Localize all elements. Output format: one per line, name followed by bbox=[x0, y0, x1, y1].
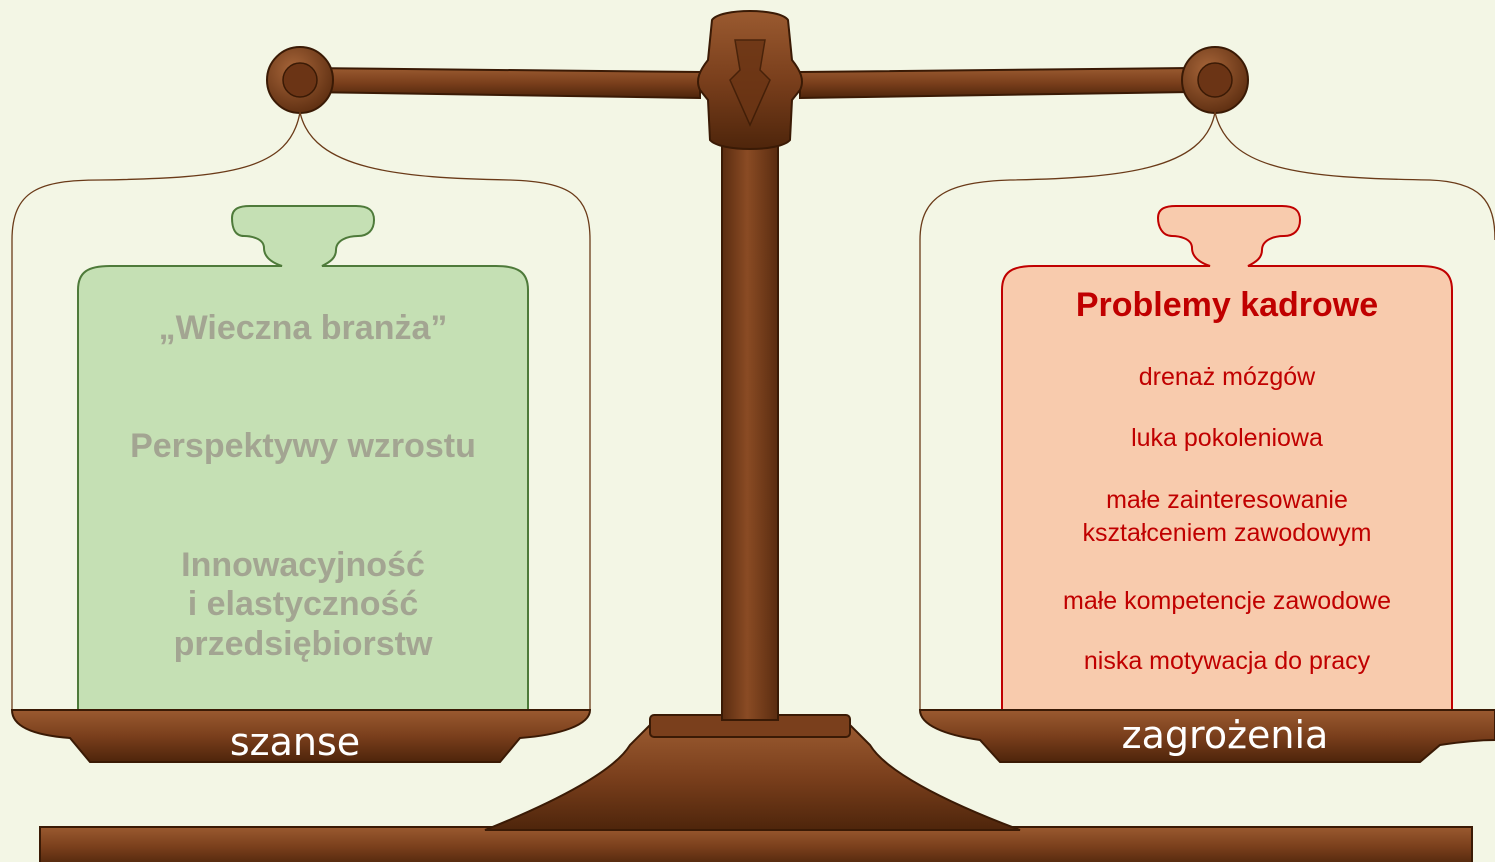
right-pan bbox=[918, 709, 1495, 763]
threat-item-3: małe zainteresowanie kształceniem zawodo… bbox=[1082, 486, 1372, 547]
right-pan-label: zagrożenia bbox=[1121, 713, 1329, 757]
base-bar bbox=[39, 826, 1473, 862]
beam bbox=[304, 66, 701, 100]
left-strings bbox=[11, 111, 591, 710]
opportunity-item-1: „Wieczna branża” bbox=[158, 309, 448, 347]
threat-title: Problemy kadrowe bbox=[1075, 286, 1379, 324]
right-weight bbox=[1001, 205, 1453, 713]
threat-item-1: drenaż mózgów bbox=[1138, 363, 1316, 391]
opportunity-item-3-text: Innowacyjność i elastyczność przedsiębio… bbox=[173, 546, 433, 663]
right-strings bbox=[919, 111, 1495, 710]
opportunity-item-2: Perspektywy wzrostu bbox=[130, 427, 476, 465]
pedestal bbox=[484, 724, 1021, 831]
opportunity-item-3: Innowacyjność i elastyczność przedsiębio… bbox=[80, 546, 526, 664]
left-weight bbox=[77, 205, 529, 713]
threat-item-5: niska motywacja do pracy bbox=[1083, 647, 1371, 675]
pillar bbox=[721, 129, 779, 721]
left-pan-label: szanse bbox=[229, 720, 361, 764]
left-pan bbox=[10, 709, 592, 763]
threat-item-2: luka pokoleniowa bbox=[1131, 424, 1323, 452]
threat-item-4: małe kompetencje zawodowe bbox=[1063, 587, 1391, 615]
